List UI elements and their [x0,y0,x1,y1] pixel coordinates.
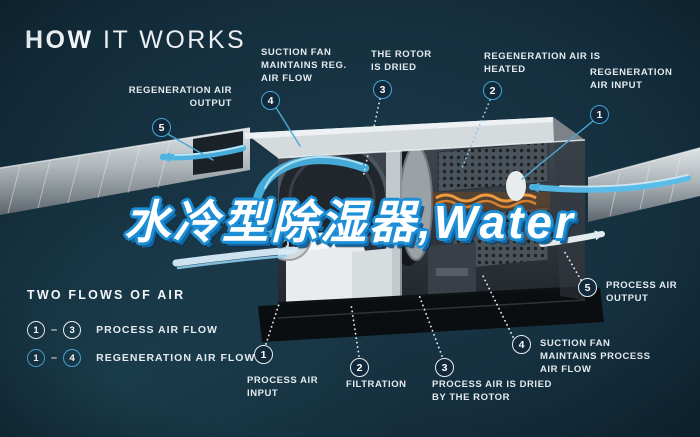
legend-dash: – [51,352,58,364]
legend-heading: TWO FLOWS OF AIR [27,288,186,302]
label-regeneration-air-output: REGENERATION AIR OUTPUT [128,85,232,110]
regen-input-arrow [529,175,691,193]
label-filtration: FILTRATION [346,379,407,390]
label-process-air-dried: PROCESS AIR IS DRIED BY THE ROTOR [432,379,552,404]
label-rotor-is-dried: THE ROTOR IS DRIED [371,49,432,74]
title-light: IT WORKS [93,26,247,54]
step-marker-process-3: 3 [435,358,454,377]
label-process-air-input: PROCESS AIR INPUT [247,375,319,400]
process-input-arrow [172,245,298,267]
legend-circle-start: 1 [27,321,45,339]
legend-row-process: 1 – 3 PROCESS AIR FLOW [27,321,218,339]
step-marker-process-1: 1 [254,345,273,364]
legend-circle-start: 1 [27,349,45,367]
step-marker-regen-3: 3 [373,80,392,99]
label-regen-air-heated: REGENERATION AIR IS HEATED [484,51,601,76]
legend-circle-end: 3 [63,321,82,339]
regen-output-arrow [159,144,247,163]
connector-lines [165,98,594,357]
step-marker-process-4: 4 [512,335,531,354]
step-marker-regen-2: 2 [483,81,502,100]
label-suction-fan-process: SUCTION FAN MAINTAINS PROCESS AIR FLOW [540,338,651,376]
step-marker-process-5: 5 [578,278,597,297]
process-output-arrow [539,230,605,247]
airflow-arrows [159,144,691,270]
page-title: HOW IT WORKS [25,26,246,55]
legend-label-regeneration: REGENERATION AIR FLOW [96,352,256,364]
legend-two-flows: TWO FLOWS OF AIR 1 – 3 PROCESS AIR FLOW … [27,288,254,367]
legend-label-process: PROCESS AIR FLOW [96,324,218,336]
label-suction-fan-reg: SUCTION FAN MAINTAINS REG. AIR FLOW [261,47,347,85]
step-marker-regen-4: 4 [261,91,280,110]
step-marker-regen-5: 5 [152,118,171,137]
label-regen-air-input: REGENERATION AIR INPUT [590,67,673,92]
air-inlet-hole [506,171,526,201]
title-bold: HOW [25,26,94,54]
machine-base [258,288,604,342]
fan-swirl-arrow [251,155,370,241]
machine-body [245,117,604,342]
legend-dash: – [51,324,58,336]
step-marker-process-2: 2 [350,358,369,377]
step-marker-regen-1: 1 [590,105,609,124]
watermark-text: 水冷型除湿器,Water [124,196,576,248]
label-process-air-output: PROCESS AIR OUTPUT [606,280,678,305]
legend-circle-end: 4 [63,349,82,367]
legend-row-regeneration: 1 – 4 REGENERATION AIR FLOW [27,349,255,367]
